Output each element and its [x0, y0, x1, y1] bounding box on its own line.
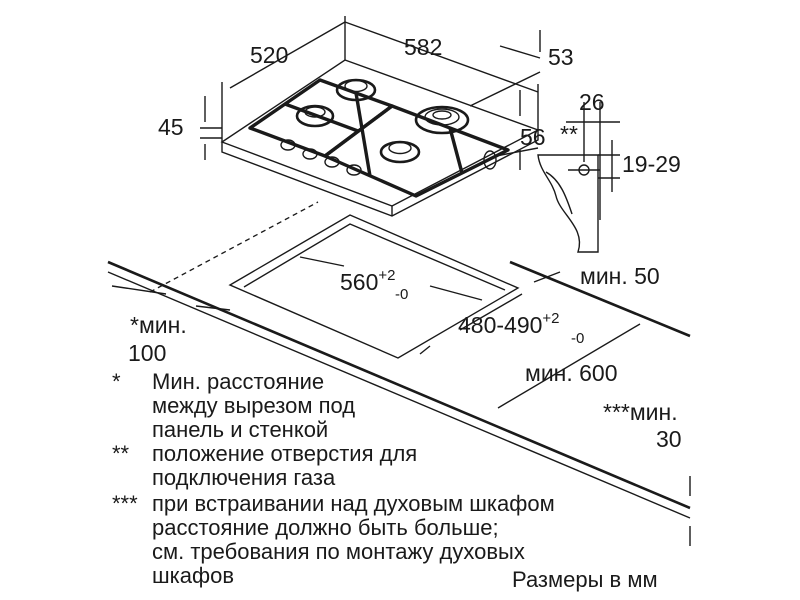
side-profile-contour: [545, 171, 573, 215]
note-3-line-1: при встраивании над духовым шкафом: [152, 491, 555, 516]
dimension-cutout-width: 560+2: [340, 267, 395, 295]
note-1-line-3: панель и стенкой: [152, 417, 329, 442]
cutout-depth-dim-line: [419, 345, 431, 355]
burner-rear-left: [335, 78, 377, 102]
cutout-depth-dim-line: [459, 293, 523, 331]
side-profile-section: [537, 154, 599, 253]
hob-dimensions: [200, 16, 541, 170]
note-3-marker: ***: [112, 491, 138, 516]
dimension-min-depth: мин. 600: [525, 360, 618, 386]
dimension-gas-offset: 26: [579, 89, 605, 115]
grate-right: [323, 104, 510, 198]
control-knobs: [280, 139, 362, 176]
note-3-line-4: шкафов: [152, 563, 235, 588]
dimension-cutout-depth: 480-490+2: [458, 310, 560, 338]
hob: [220, 59, 540, 217]
units-caption: Размеры в мм: [512, 567, 658, 592]
grate-bar: [448, 127, 464, 174]
note-1-marker: *: [112, 369, 121, 394]
note-1-line-1: Мин. расстояние: [152, 369, 325, 394]
dimension-min-front: мин. 50: [580, 263, 660, 289]
grate-bar: [284, 102, 359, 133]
note-3-line-3: см. требования по монтажу духовых: [152, 539, 525, 564]
burner-rear-right-wok: [414, 105, 470, 135]
cutout-width-tol-minus: -0: [395, 286, 408, 303]
cutout: [228, 214, 520, 359]
gas-offset-marker: **: [560, 121, 578, 147]
dimension-min-below-label: ***мин.: [603, 399, 678, 425]
burner-front-right: [379, 140, 421, 164]
dimension-width: 582: [404, 34, 442, 60]
dimension-gas-height: 19-29: [622, 151, 681, 177]
note-2-line-1: положение отверстия для: [152, 441, 418, 466]
dimension-height: 45: [158, 114, 184, 140]
countertop: [107, 201, 691, 546]
cutout-depth-value: 480-490: [458, 312, 542, 338]
note-1-line-2: между вырезом под: [152, 393, 356, 418]
cutout-width-dim-line: [299, 256, 345, 267]
cutout-depth-tol-minus: -0: [571, 330, 584, 347]
grate-bar: [354, 92, 372, 177]
cutout-width-dim-line: [429, 285, 483, 301]
min-depth-dim-line: [497, 323, 641, 409]
note-2-marker: **: [112, 441, 130, 466]
cutout-width-value: 560: [340, 269, 378, 295]
dimension-min-side-label: *мин.: [130, 312, 187, 338]
min-front-dim-line: [533, 271, 561, 283]
wall-reference-line: [149, 201, 319, 293]
burner-front-left: [295, 104, 335, 128]
note-3-line-2: расстояние должно быть больше;: [152, 515, 499, 540]
side-profile-detail: [537, 102, 620, 253]
note-2-line-2: подключения газа: [152, 465, 336, 490]
countertop-back-edge: [509, 260, 691, 338]
dimension-min-below-value: 30: [656, 426, 682, 452]
countertop-front-edge-lower: [107, 271, 691, 519]
hob-top-surface: [220, 59, 540, 207]
dimension-rear-offset: 53: [548, 44, 574, 70]
dimension-front-offset: 56: [520, 124, 546, 150]
dimension-min-side-value: 100: [128, 340, 166, 366]
countertop-front-edge: [107, 260, 691, 510]
gas-connector: [483, 150, 497, 170]
cutout-inner-edge: [243, 223, 506, 291]
dimension-depth: 520: [250, 42, 288, 68]
cutout-width-tol-plus: +2: [378, 267, 395, 284]
cutout-depth-tol-plus: +2: [542, 310, 559, 327]
side-clearance-dim-line: [195, 305, 231, 311]
side-clearance-dim-line: [111, 285, 167, 295]
